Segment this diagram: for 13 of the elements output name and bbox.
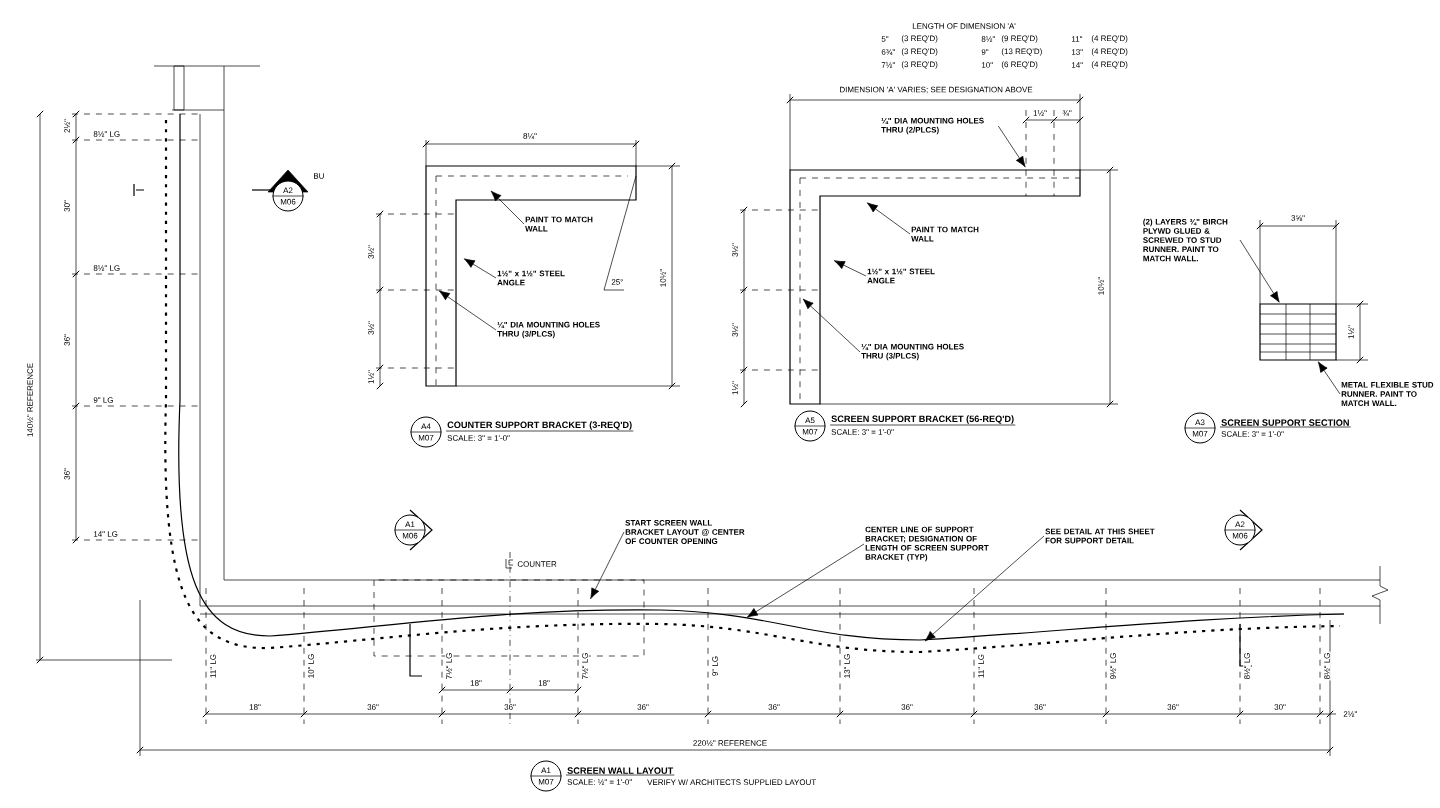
stud-runner <box>1259 303 1337 361</box>
leader-line <box>866 202 911 235</box>
leader-line <box>802 298 861 353</box>
leader-line <box>746 543 865 618</box>
leader-line <box>463 258 497 279</box>
leader-line <box>438 290 497 331</box>
leader-line <box>490 190 525 225</box>
leader-line <box>1317 361 1341 395</box>
leader-line <box>590 531 625 600</box>
leader-line <box>924 535 1045 642</box>
leader-line <box>1239 239 1280 303</box>
leader-line <box>997 125 1026 168</box>
leader-line <box>833 260 867 277</box>
